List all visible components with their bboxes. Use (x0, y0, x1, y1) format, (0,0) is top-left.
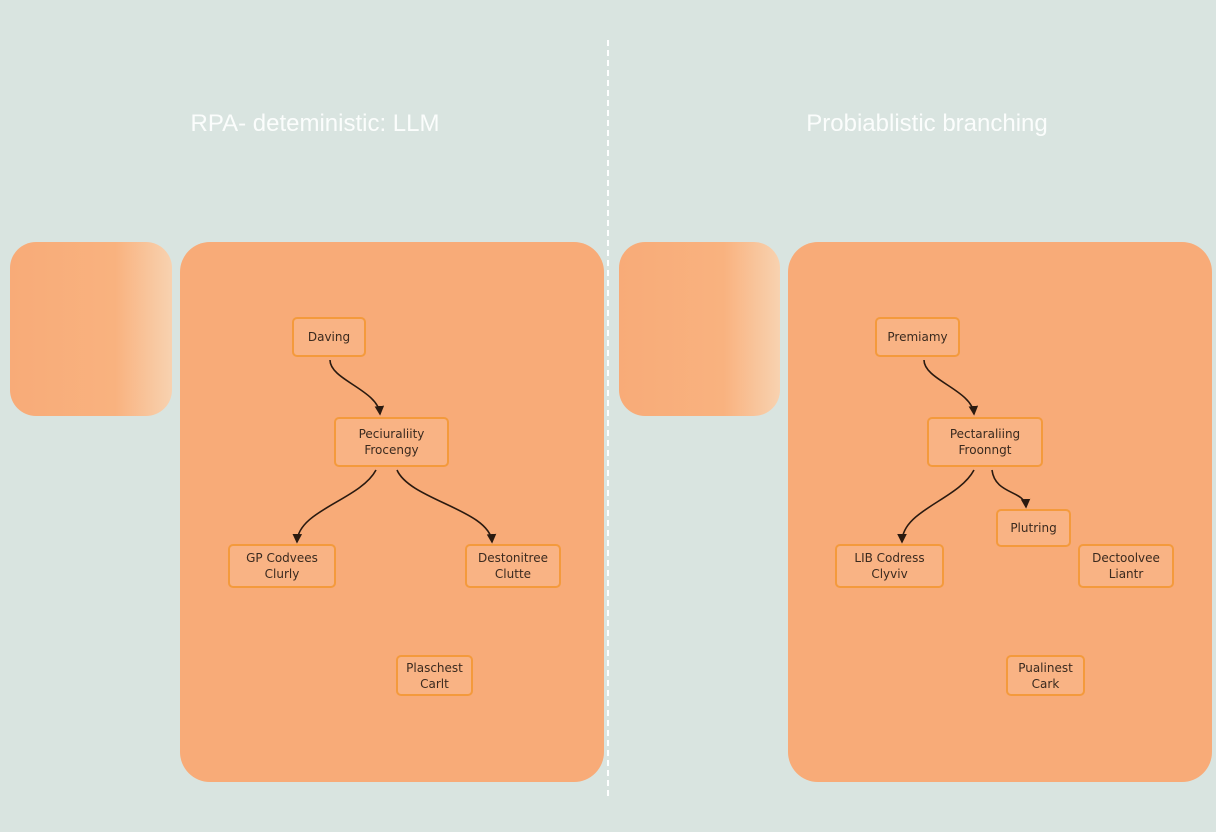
left-node-plaschest: Plaschest Carlt (396, 655, 473, 696)
left-title: RPA- deteministic: LLM (190, 110, 440, 137)
divider (607, 40, 609, 796)
right-node-pualinest: Pualinest Cark (1006, 655, 1085, 696)
arrow-left-2 (292, 469, 377, 544)
left-node-destonitree: Destonitree Clutte (465, 544, 561, 588)
left-side-panel (10, 242, 172, 416)
right-side-panel (619, 242, 780, 416)
right-node-plutring: Plutring (996, 509, 1071, 547)
right-title: Probiablistic branching (806, 110, 1048, 137)
right-node-lib-codress: LIB Codress Clyviv (835, 544, 944, 588)
left-main-panel (180, 242, 604, 782)
left-node-peculiarity: Peciuraliity Frocengy (334, 417, 449, 467)
arrow-left-1 (329, 359, 385, 416)
arrow-right-3 (991, 469, 1031, 509)
arrow-right-1 (923, 359, 979, 416)
arrow-right-2 (897, 469, 975, 544)
left-node-daving: Daving (292, 317, 366, 357)
arrow-left-3 (396, 469, 497, 544)
right-node-pectaraliing: Pectaraliing Froonngt (927, 417, 1043, 467)
right-node-premiamy: Premiamy (875, 317, 960, 357)
left-node-gp-codvees: GP Codvees Clurly (228, 544, 336, 588)
right-node-dectoolvee: Dectoolvee Liantr (1078, 544, 1174, 588)
